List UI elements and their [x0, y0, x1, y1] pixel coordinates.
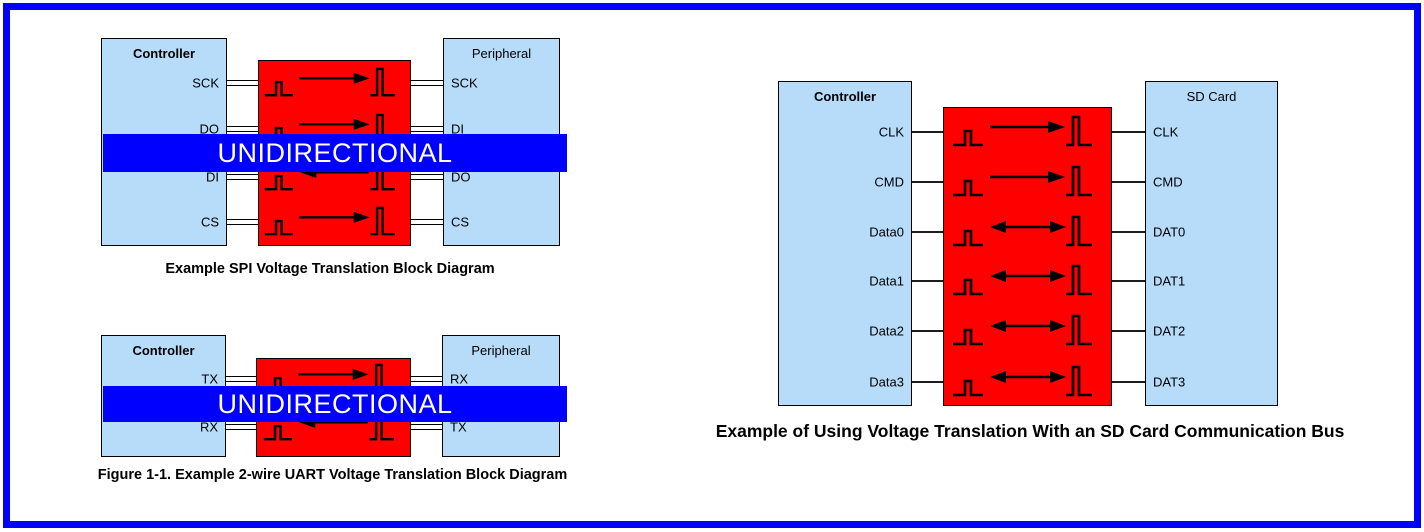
unidirectional-banner-label: UNIDIRECTIONAL	[217, 388, 453, 419]
unidirectional-banner-uart: UNIDIRECTIONAL	[103, 386, 567, 422]
signal-wire	[912, 181, 943, 183]
spi-peripheral-title: Peripheral	[471, 46, 532, 61]
translation-waveform-icon	[262, 61, 408, 105]
signal-wire	[227, 80, 258, 86]
uart-peripheral-title: Peripheral	[471, 343, 531, 358]
signal-wire	[912, 280, 943, 282]
sd-controller-title: Controller	[813, 89, 877, 104]
uart-caption: Figure 1-1. Example 2-wire UART Voltage …	[97, 467, 568, 483]
signal-wire	[227, 174, 258, 180]
translation-waveform-icon	[949, 110, 1107, 154]
signal-label: SCK	[451, 75, 478, 91]
signal-label: DO	[451, 169, 471, 185]
signal-label: DAT2	[1153, 323, 1186, 339]
signal-label: Data2	[869, 323, 904, 339]
signal-label: TX	[201, 371, 218, 387]
sd-controller-box: Controller	[778, 81, 912, 406]
signal-wire	[411, 80, 443, 86]
translation-waveform-icon	[949, 160, 1107, 204]
sd-card-box: SD Card	[1145, 81, 1278, 406]
signal-label: Data1	[869, 273, 904, 289]
signal-label: CLK	[878, 124, 904, 140]
signal-label: CLK	[1153, 124, 1179, 140]
sd-card-title: SD Card	[1186, 89, 1237, 104]
translation-waveform-icon	[949, 360, 1107, 404]
signal-wire	[1112, 280, 1145, 282]
uart-controller-title: Controller	[132, 343, 195, 358]
signal-wire	[1112, 381, 1145, 383]
signal-wire	[411, 376, 442, 382]
signal-wire	[411, 126, 443, 132]
signal-wire	[411, 424, 442, 430]
signal-label: CS	[200, 214, 219, 230]
signal-label: DO	[199, 121, 220, 137]
signal-label: TX	[450, 419, 467, 435]
unidirectional-banner-spi: UNIDIRECTIONAL	[103, 134, 567, 172]
signal-wire	[226, 424, 256, 430]
translation-waveform-icon	[949, 210, 1107, 254]
signal-wire	[1112, 181, 1145, 183]
signal-label: DI	[451, 121, 464, 137]
signal-label: DAT3	[1153, 374, 1186, 390]
signal-wire	[227, 219, 258, 225]
signal-label: CMD	[1153, 174, 1183, 190]
signal-wire	[912, 231, 943, 233]
sd-caption: Example of Using Voltage Translation Wit…	[715, 421, 1345, 441]
translation-waveform-icon	[949, 309, 1107, 353]
spi-caption: Example SPI Voltage Translation Block Di…	[165, 261, 495, 277]
signal-wire	[1112, 131, 1145, 133]
sd-translator-block	[943, 107, 1112, 406]
signal-label: Data3	[869, 374, 904, 390]
signal-wire	[411, 219, 443, 225]
signal-wire	[1112, 231, 1145, 233]
signal-label: Data0	[869, 224, 904, 240]
translation-waveform-icon	[949, 259, 1107, 303]
signal-label: RX	[199, 419, 218, 435]
signal-label: DI	[206, 169, 219, 185]
signal-label: RX	[450, 371, 469, 387]
signal-label: CMD	[874, 174, 904, 190]
translation-waveform-icon	[262, 200, 408, 244]
unidirectional-banner-label: UNIDIRECTIONAL	[217, 137, 453, 168]
signal-label: DAT1	[1153, 273, 1186, 289]
signal-wire	[912, 330, 943, 332]
signal-wire	[411, 174, 443, 180]
signal-wire	[1112, 330, 1145, 332]
spi-controller-title: Controller	[132, 46, 196, 61]
signal-label: CS	[451, 214, 470, 230]
signal-wire	[226, 376, 256, 382]
signal-wire	[912, 381, 943, 383]
signal-label: SCK	[192, 75, 219, 91]
signal-label: DAT0	[1153, 224, 1186, 240]
signal-wire	[227, 126, 258, 132]
signal-wire	[912, 131, 943, 133]
